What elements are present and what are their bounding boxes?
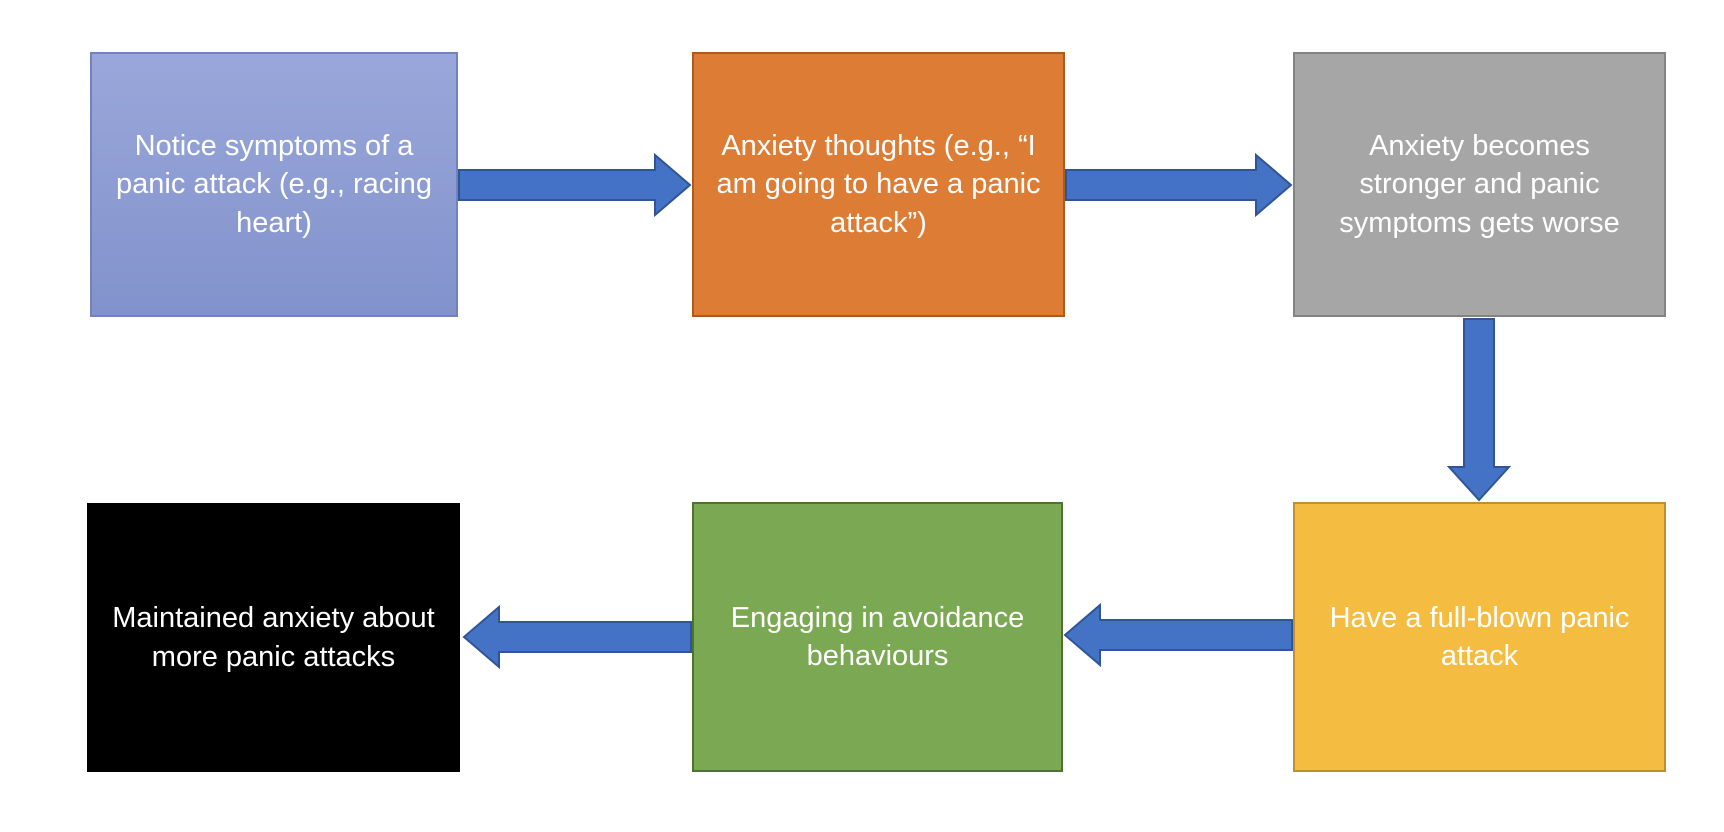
box-full-blown-panic: Have a full-blown panic attack — [1293, 502, 1666, 772]
box-maintained-anxiety: Maintained anxiety about more panic atta… — [87, 503, 460, 772]
box-avoidance-behaviours-label: Engaging in avoidance behaviours — [730, 601, 1025, 672]
down-arrow-icon — [1447, 318, 1511, 502]
right-arrow-icon — [1065, 153, 1293, 217]
right-arrow-icon — [458, 153, 692, 217]
box-anxiety-stronger: Anxiety becomes stronger and panic sympt… — [1293, 52, 1666, 317]
box-maintained-anxiety-label: Maintained anxiety about more panic atta… — [112, 602, 435, 673]
box-anxiety-thoughts: Anxiety thoughts (e.g., “I am going to h… — [692, 52, 1065, 317]
box-avoidance-behaviours: Engaging in avoidance behaviours — [692, 502, 1063, 772]
box-full-blown-panic-label: Have a full-blown panic attack — [1329, 601, 1630, 672]
box-anxiety-stronger-label: Anxiety becomes stronger and panic sympt… — [1339, 130, 1620, 239]
box-notice-symptoms-label: Notice symptoms of a panic attack (e.g.,… — [116, 130, 432, 239]
left-arrow-icon — [462, 605, 692, 669]
left-arrow-icon — [1063, 603, 1293, 667]
box-notice-symptoms: Notice symptoms of a panic attack (e.g.,… — [90, 52, 458, 317]
box-anxiety-thoughts-label: Anxiety thoughts (e.g., “I am going to h… — [716, 130, 1041, 239]
